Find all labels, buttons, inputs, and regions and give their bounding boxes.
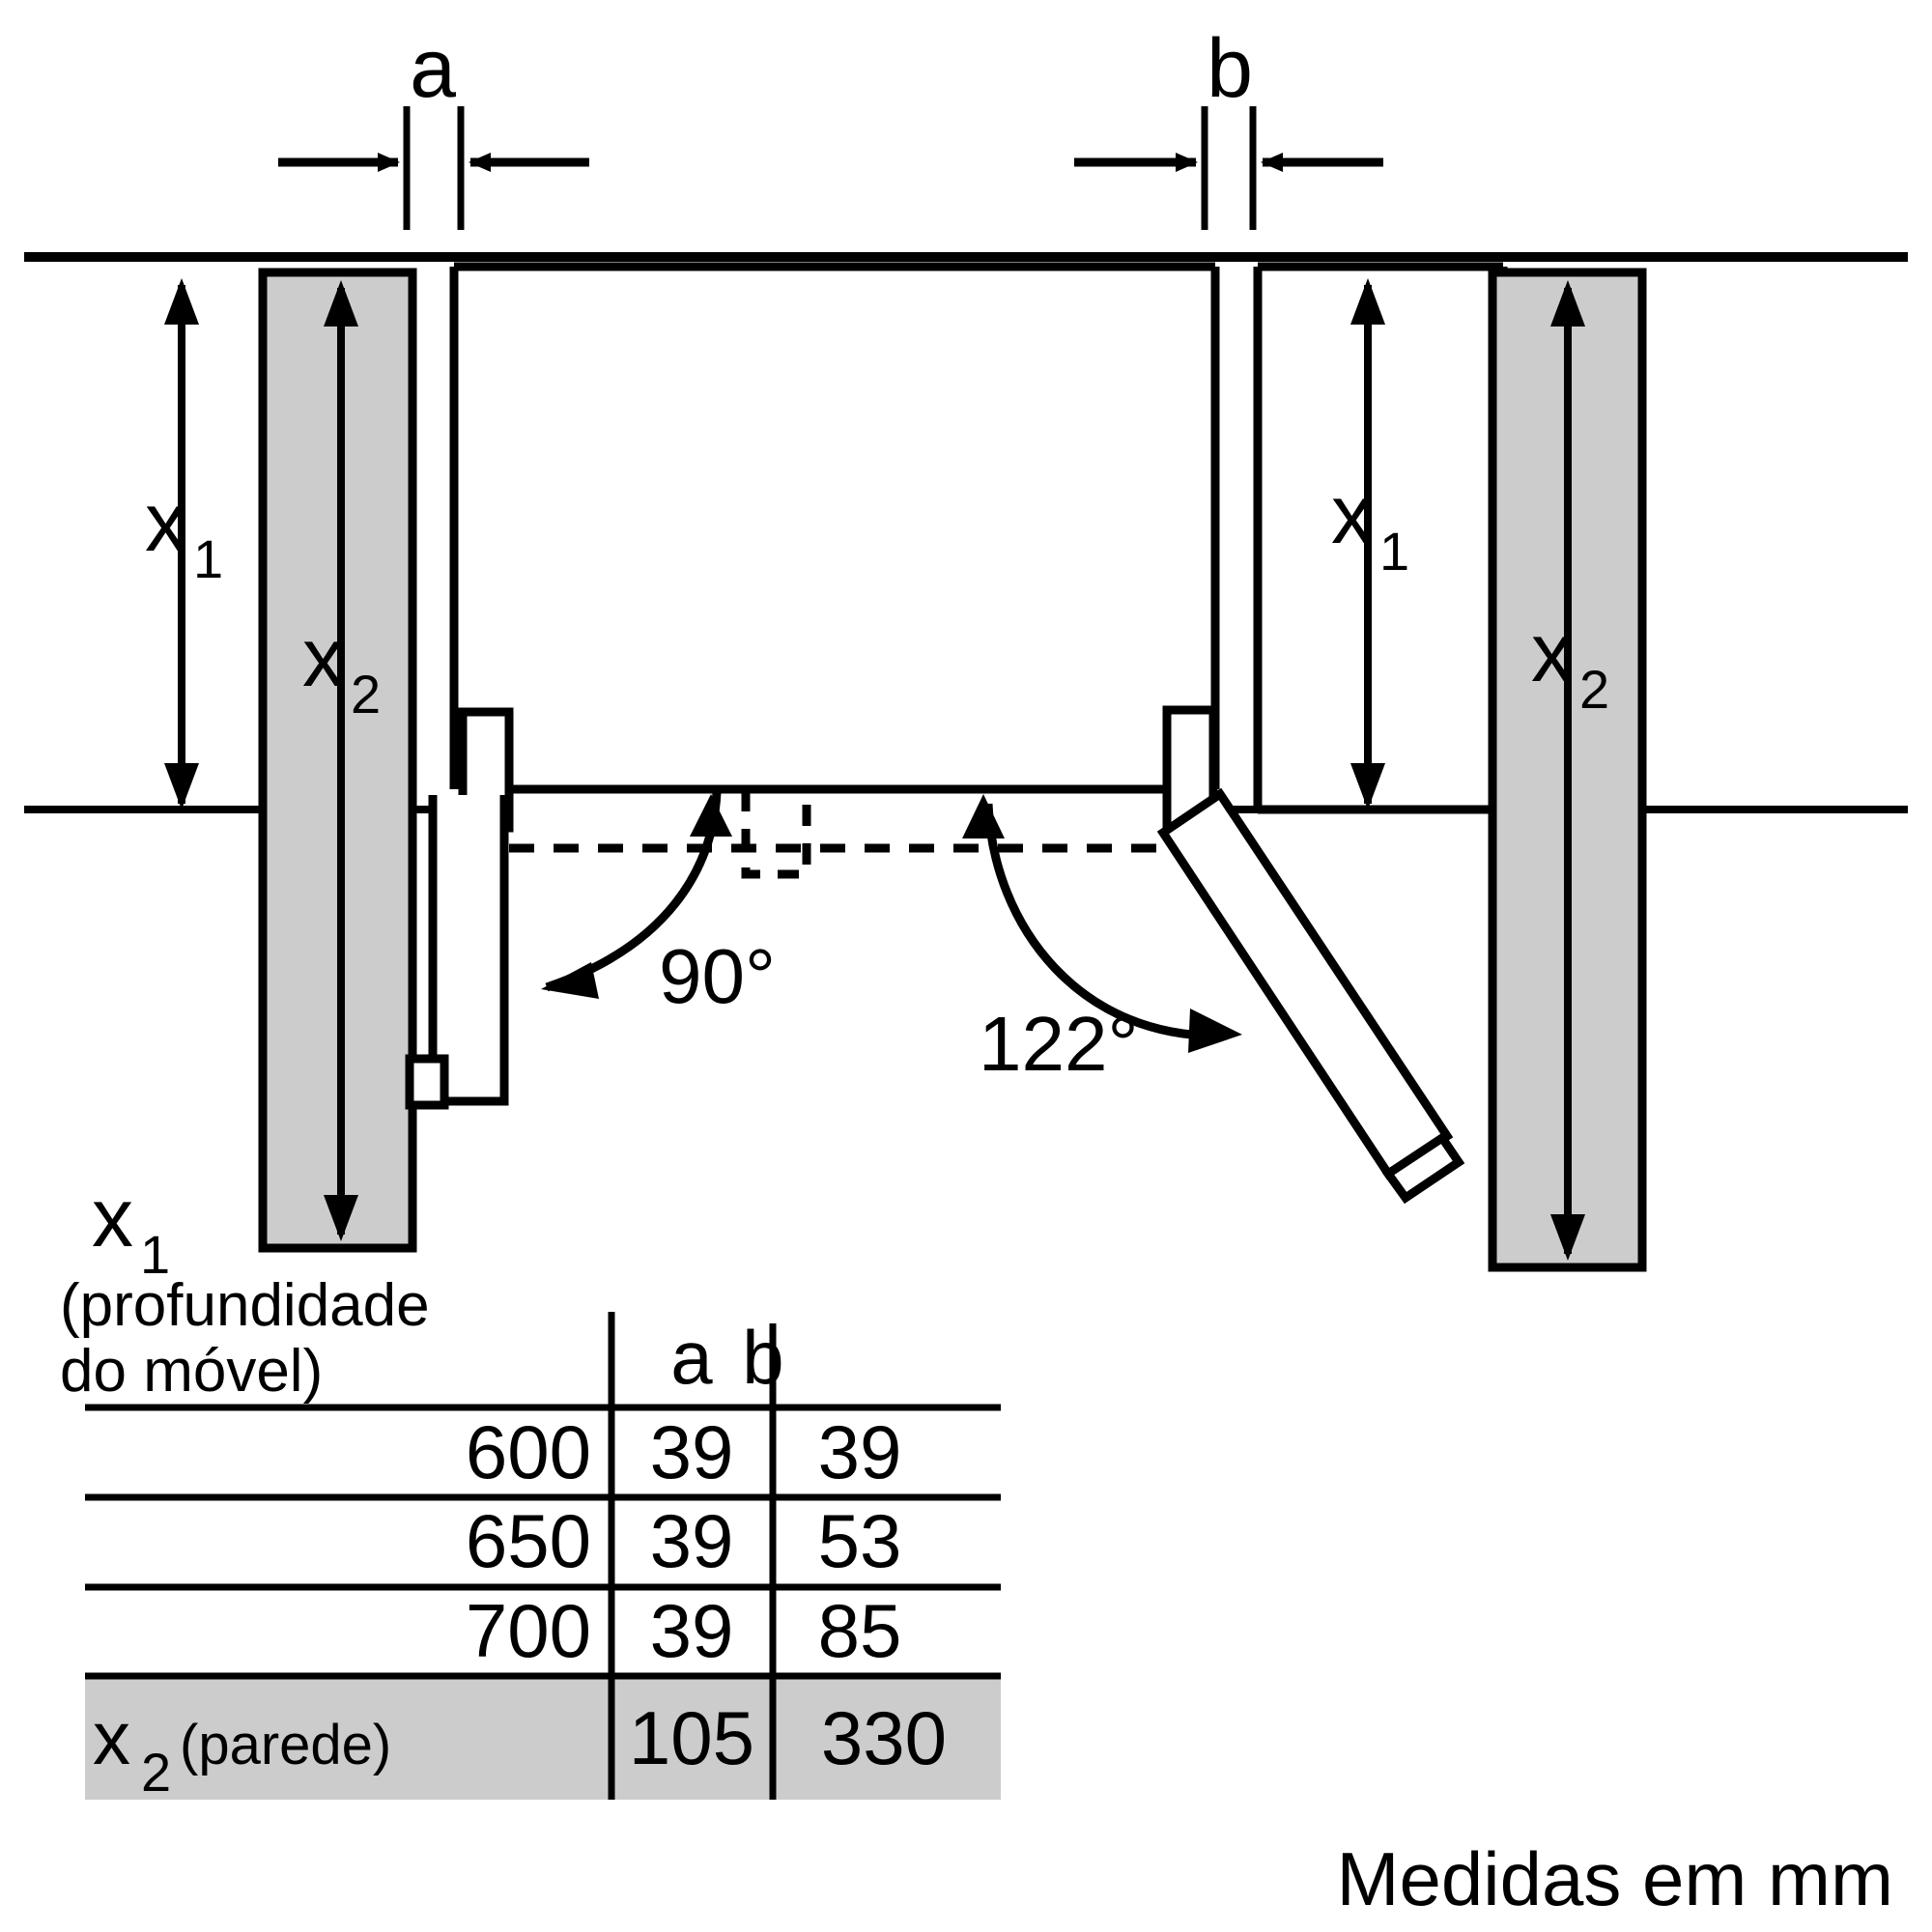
- left-x2-subscript: 2: [351, 664, 381, 724]
- table-row: 650 39 53: [466, 1498, 902, 1583]
- angle-122-arrowhead-end: [1188, 1009, 1242, 1053]
- table-cell-depth: 700: [466, 1588, 591, 1673]
- left-x2-symbol: x: [302, 611, 344, 704]
- left-door-handle: [405, 1054, 449, 1110]
- footer-units-note: Medidas em mm: [1337, 1836, 1893, 1921]
- left-x1-symbol: x: [145, 476, 186, 569]
- table-wall-subscript: 2: [141, 1742, 171, 1803]
- angle-122-curve: [983, 803, 1228, 1040]
- table-cell-a: 39: [650, 1409, 734, 1494]
- right-x1-symbol: x: [1331, 469, 1373, 561]
- table-cell-depth: 600: [466, 1409, 591, 1494]
- legend-x1-subscript: 1: [140, 1224, 170, 1285]
- dimension-table: a b 600 39 39 650 39 53 700 39 85 x: [85, 1312, 1001, 1803]
- table-wall-paren: (parede): [180, 1714, 391, 1776]
- table-wall-row-highlight: [85, 1676, 1001, 1800]
- legend-x1-line2: do móvel): [60, 1338, 323, 1405]
- table-row: 700 39 85: [466, 1588, 902, 1673]
- table-wall-cell-b: 330: [821, 1695, 947, 1780]
- table-wall-symbol: x: [93, 1695, 130, 1780]
- left-x1-subscript: 1: [193, 528, 223, 589]
- dimension-a-label: a: [410, 22, 456, 115]
- right-x2-symbol: x: [1531, 607, 1573, 699]
- angle-90-label: 90°: [659, 933, 776, 1019]
- dimension-b-group: b: [1074, 22, 1383, 230]
- table-cell-depth: 650: [466, 1498, 591, 1583]
- right-x2-arrow-down-head: [1550, 1214, 1585, 1261]
- dimension-a-group: a: [278, 22, 589, 230]
- right-x1-dimension: x 1: [1331, 278, 1409, 810]
- table-cell-a: 39: [650, 1498, 734, 1583]
- angle-122-arrowhead-top: [962, 794, 1005, 838]
- table-row: 600 39 39: [466, 1409, 902, 1494]
- left-x2-dimension: x 2: [302, 280, 381, 1241]
- table-cell-a: 39: [650, 1588, 734, 1673]
- angle-90-callout: 90°: [541, 791, 776, 1019]
- appliance-body: [449, 262, 1220, 794]
- table-row-wall: x 2 (parede) 105 330: [93, 1695, 947, 1803]
- legend-x1-line1: (profundidade: [60, 1272, 430, 1339]
- table-header-b: b: [742, 1315, 783, 1400]
- table-wall-cell-a: 105: [629, 1695, 754, 1780]
- right-door-panel: [1156, 787, 1454, 1180]
- dimension-b-label: b: [1207, 22, 1253, 115]
- angle-122-label: 122°: [979, 1001, 1138, 1087]
- right-door-handle: [1381, 1131, 1465, 1205]
- dashed-swing-reference: [509, 790, 1174, 879]
- dashed-center-marker-box: [741, 790, 811, 879]
- left-x1-arrow-up-head: [164, 278, 199, 325]
- right-x1-arrow-up-head: [1350, 278, 1385, 325]
- table-cell-b: 85: [818, 1588, 902, 1673]
- legend-x1-symbol: x: [92, 1172, 133, 1264]
- legend-x1-depth: x 1 (profundidade do móvel): [60, 1172, 430, 1405]
- left-x1-dimension: x 1: [145, 278, 223, 810]
- angle-122-callout: 122°: [962, 794, 1242, 1087]
- left-door-open-90: [405, 707, 514, 1110]
- right-x2-subscript: 2: [1579, 659, 1609, 720]
- right-door-open-122: [1156, 787, 1465, 1205]
- left-x1-arrow-down-head: [164, 763, 199, 810]
- right-x1-subscript: 1: [1379, 521, 1409, 582]
- left-x2-arrow-up-head: [324, 280, 358, 327]
- left-x2-arrow-down-head: [324, 1195, 358, 1241]
- table-cell-b: 53: [818, 1498, 902, 1583]
- table-cell-b: 39: [818, 1409, 902, 1494]
- angle-90-arrowhead: [541, 962, 599, 999]
- right-x2-arrow-up-head: [1550, 280, 1585, 327]
- table-header-a: a: [670, 1315, 713, 1400]
- angle-90-arrowhead-top: [690, 794, 732, 837]
- right-x2-dimension: x 2: [1531, 280, 1609, 1261]
- right-x1-arrow-down-head: [1350, 763, 1385, 810]
